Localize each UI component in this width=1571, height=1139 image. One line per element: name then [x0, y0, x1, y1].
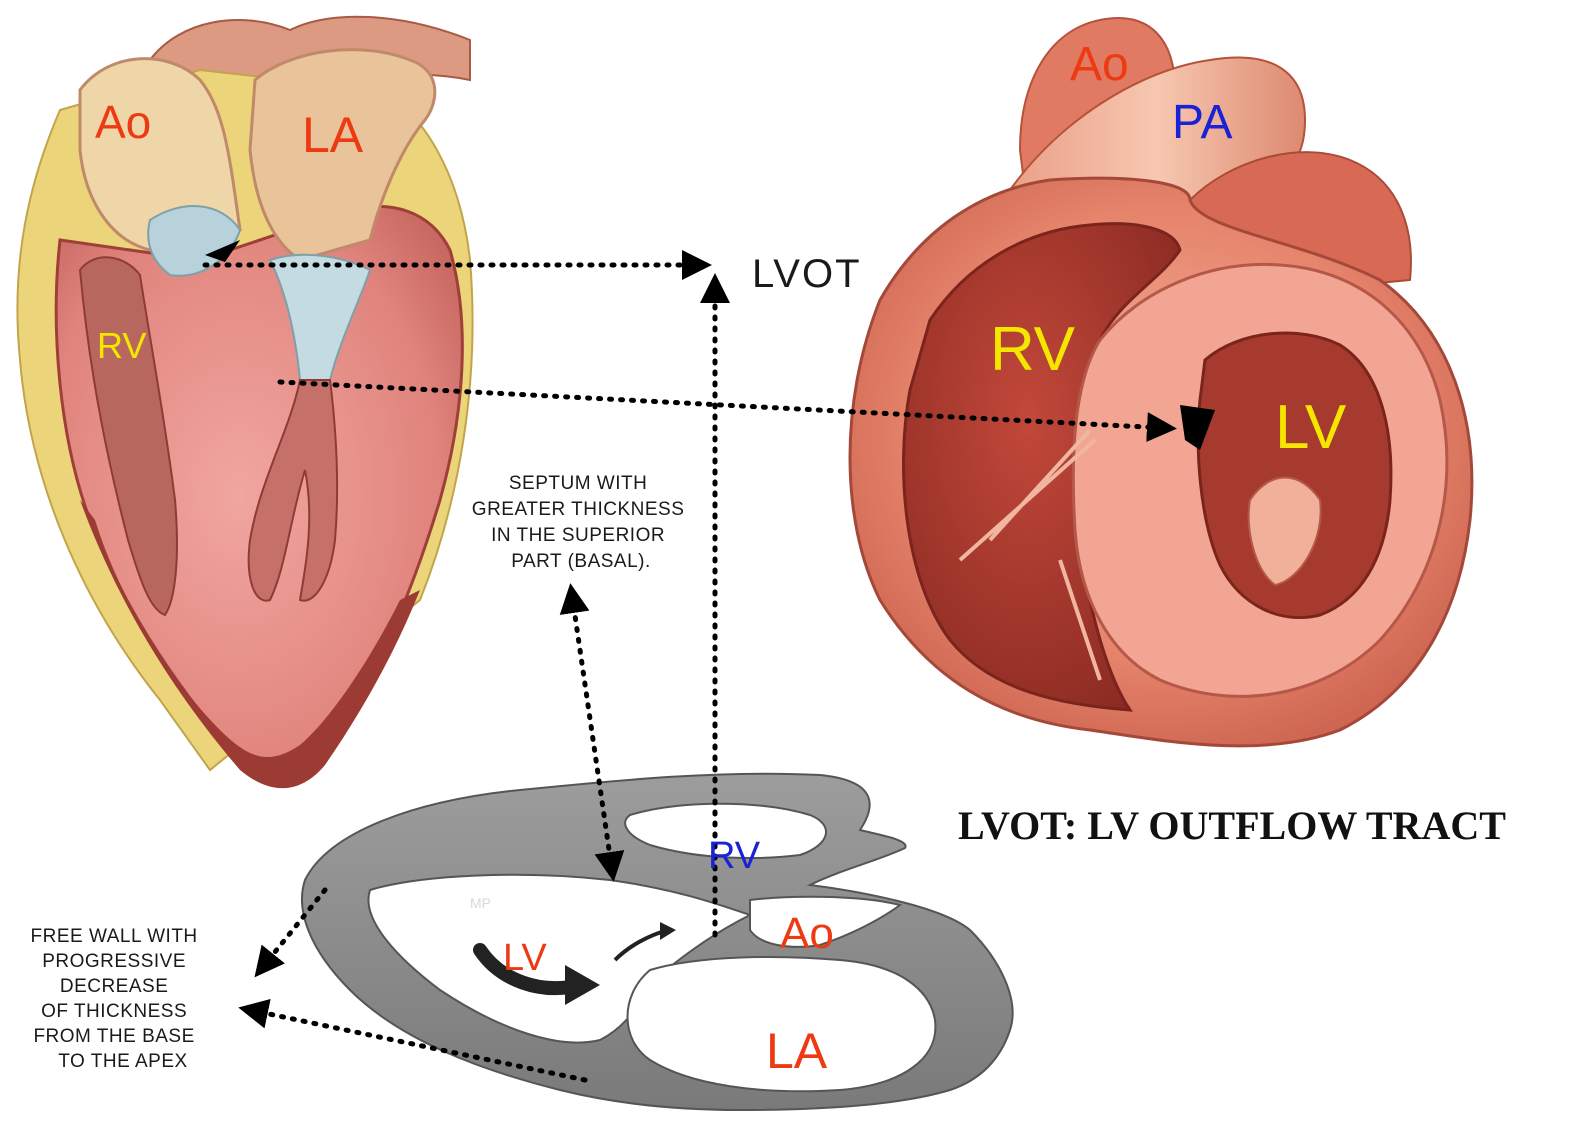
free-wall-note-line: TO THE APEX [58, 1051, 187, 1072]
free-wall-note: FREE WALL WITH PROGRESSIVE DECREASE OF T… [31, 926, 204, 1072]
label-left-la: LA [302, 107, 364, 163]
free-wall-note-line: OF THICKNESS [41, 1001, 187, 1022]
label-right-rv: RV [990, 315, 1076, 384]
septum-note-line: SEPTUM WITH [509, 473, 648, 494]
free-wall-note-line: FROM THE BASE [33, 1026, 194, 1047]
septum-note: SEPTUM WITH GREATER THICKNESS IN THE SUP… [472, 473, 690, 572]
echo-section-illustration [302, 774, 1013, 1110]
page-title: LVOT: LV OUTFLOW TRACT [958, 803, 1506, 848]
label-echo-rv: RV [708, 835, 761, 877]
free-wall-note-line: FREE WALL WITH [31, 926, 198, 947]
free-wall-note-line: PROGRESSIVE [42, 951, 186, 972]
septum-note-line: IN THE SUPERIOR [491, 525, 665, 546]
label-right-ao: Ao [1070, 38, 1129, 91]
label-echo-mp: MP [470, 895, 491, 911]
septum-note-line: PART (BASAL). [511, 551, 651, 572]
label-lvot: LVOT [752, 252, 862, 296]
label-right-lv: LV [1275, 393, 1347, 462]
heart-left-illustration [17, 17, 472, 788]
label-echo-la: LA [766, 1023, 828, 1079]
label-echo-ao: Ao [780, 909, 834, 958]
label-left-ao: Ao [95, 96, 151, 148]
label-left-rv: RV [97, 325, 146, 366]
label-right-pa: PA [1172, 96, 1232, 149]
free-wall-note-line: DECREASE [60, 976, 169, 997]
heart-right-illustration [850, 18, 1472, 746]
label-echo-lv: LV [503, 937, 547, 979]
septum-note-line: GREATER THICKNESS [472, 499, 685, 520]
